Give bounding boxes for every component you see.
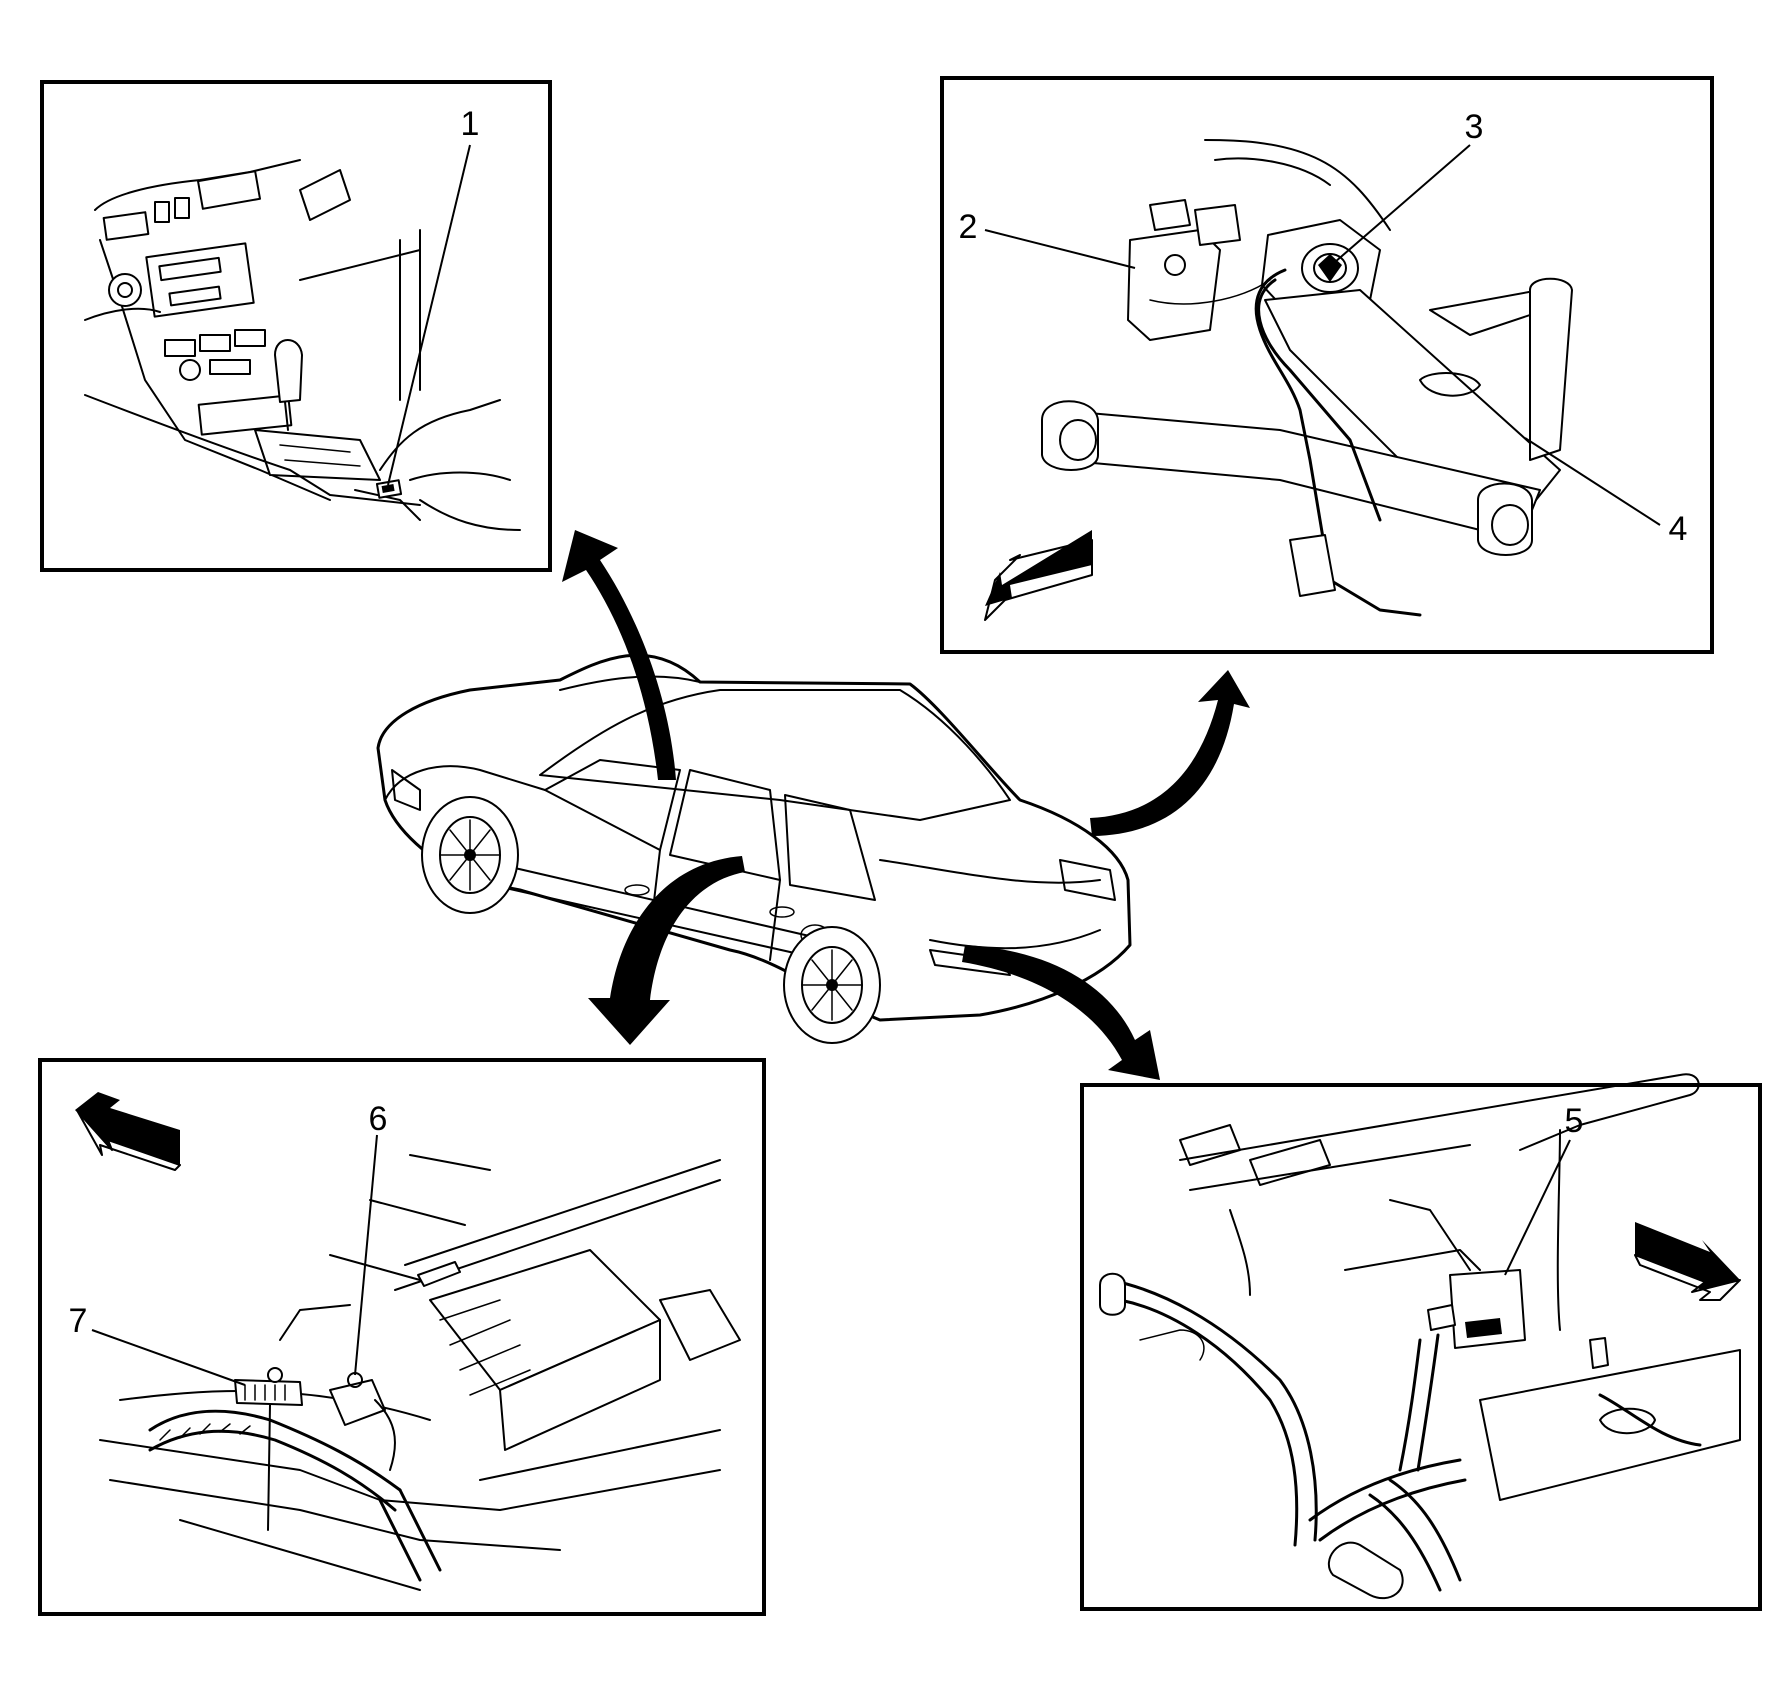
leader-1 [387,144,471,486]
callout-2: 2 [959,208,978,246]
callout-6: 6 [369,1100,388,1138]
callout-1: 1 [461,105,480,143]
direction-arrow-icon [1634,1222,1741,1301]
panel-rear-suspension [940,76,1714,654]
direction-arrow-icon [75,1092,181,1171]
callout-arrow-icon [562,530,1250,1080]
callout-5: 5 [1565,1102,1584,1140]
vehicle-illustration-icon [376,653,1132,1044]
callout-3: 3 [1465,108,1484,146]
callout-7: 7 [69,1302,88,1340]
panel-under-seat-module [38,1058,766,1616]
panel-rear-compartment-module [1080,1073,1762,1611]
panel-interior-console [40,80,552,572]
callout-4: 4 [1669,510,1688,548]
direction-arrow-icon [984,530,1093,621]
